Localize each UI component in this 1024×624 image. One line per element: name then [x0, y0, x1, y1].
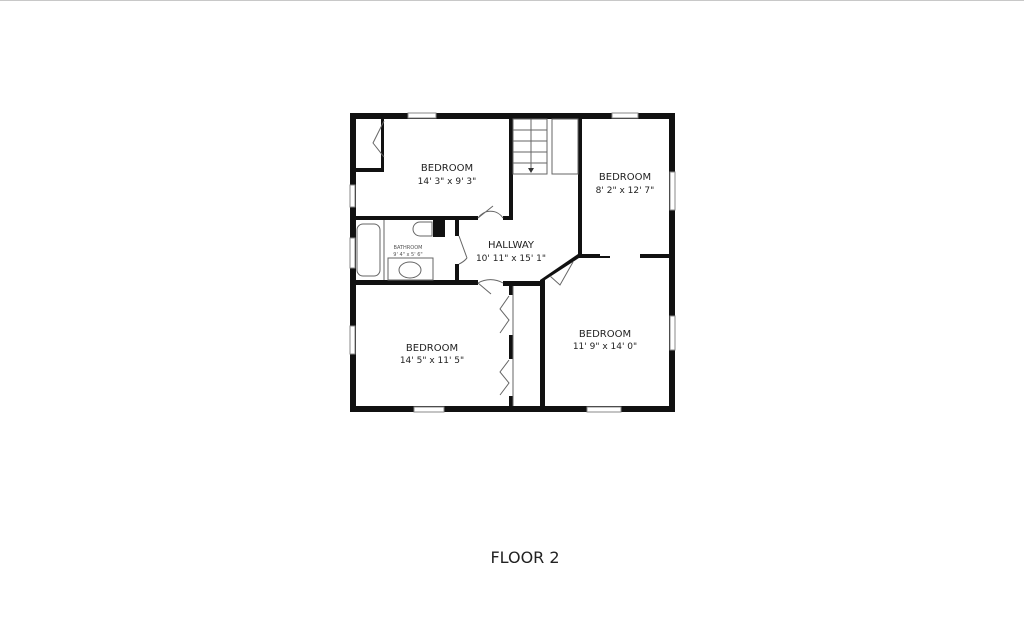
- floor-title: FLOOR 2: [490, 548, 560, 567]
- room-5-dimensions: 11' 9" x 14' 0": [573, 342, 637, 352]
- room-4-dimensions: 14' 5" x 11' 5": [400, 356, 464, 366]
- toilet: [412, 221, 433, 237]
- room-2-name: HALLWAY: [488, 240, 535, 251]
- room-5-name: BEDROOM: [579, 329, 631, 340]
- room-1-name: BEDROOM: [599, 172, 651, 183]
- room-1-dimensions: 8' 2" x 12' 7": [596, 186, 655, 196]
- sink: [398, 261, 422, 279]
- room-labels: BEDROOM 14' 3" x 9' 3" BEDROOM 8' 2" x 1…: [393, 163, 654, 366]
- bathtub: [356, 223, 381, 277]
- room-0-name: BEDROOM: [421, 163, 473, 174]
- top-border: [0, 0, 1024, 1]
- room-3-dimensions: 9' 4" x 5' 6": [393, 252, 422, 258]
- windows: [349, 112, 676, 413]
- stairs: [512, 118, 548, 175]
- room-3-name: BATHROOM: [394, 245, 423, 251]
- room-0-dimensions: 14' 3" x 9' 3": [418, 177, 477, 187]
- fixtures: [356, 118, 579, 406]
- room-2-dimensions: 10' 11" x 15' 1": [476, 254, 546, 264]
- room-4-name: BEDROOM: [406, 343, 458, 354]
